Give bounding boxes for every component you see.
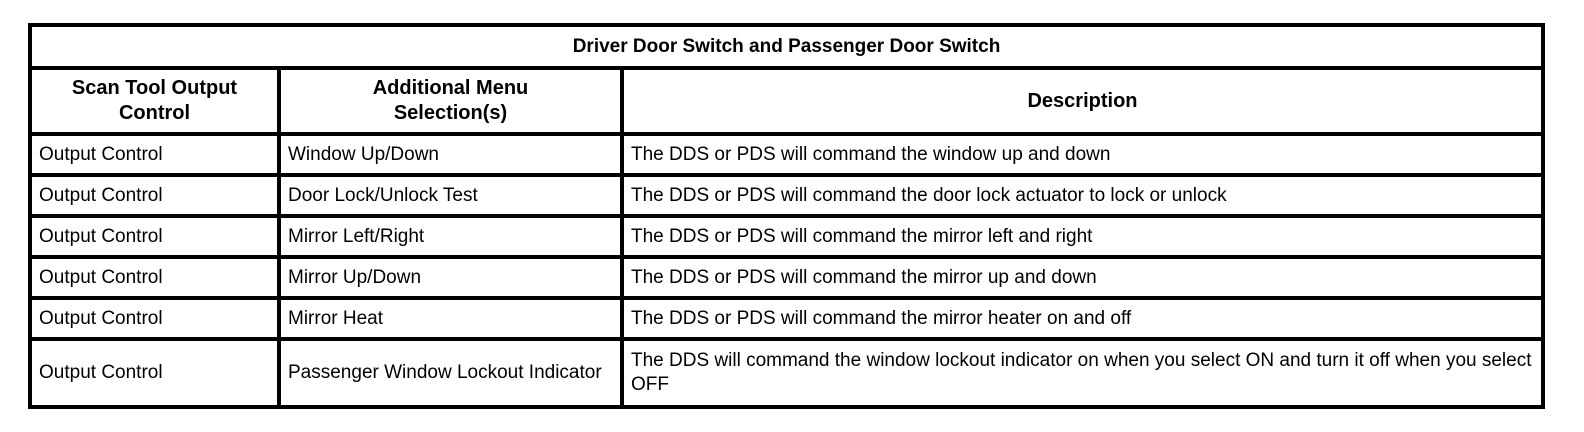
column-header-description: Description [619, 66, 1546, 136]
cell-description: The DDS or PDS will command the mirror l… [619, 214, 1546, 259]
cell-additional-menu-selection: Mirror Left/Right [277, 214, 624, 259]
scan-tool-output-control-table: Driver Door Switch and Passenger Door Sw… [27, 23, 1546, 409]
table-row: Output Control Window Up/Down The DDS or… [28, 132, 1546, 177]
cell-scan-tool-output-control: Output Control [28, 296, 281, 341]
column-header-label: Description [1027, 89, 1138, 112]
cell-scan-tool-output-control: Output Control [28, 255, 281, 300]
cell-scan-tool-output-control: Output Control [28, 214, 281, 259]
cell-additional-menu-selection: Mirror Heat [277, 296, 624, 341]
table-row: Output Control Door Lock/Unlock Test The… [28, 173, 1546, 218]
table-title: Driver Door Switch and Passenger Door Sw… [27, 23, 1546, 70]
cell-additional-menu-selection: Window Up/Down [277, 132, 624, 177]
cell-scan-tool-output-control: Output Control [28, 173, 281, 218]
cell-scan-tool-output-control: Output Control [28, 132, 281, 177]
cell-additional-menu-selection: Door Lock/Unlock Test [277, 173, 624, 218]
table-row: Output Control Mirror Heat The DDS or PD… [28, 296, 1546, 341]
cell-additional-menu-selection: Passenger Window Lockout Indicator [277, 337, 624, 409]
table-header-row: Scan Tool Output Control Additional Menu… [28, 66, 1546, 136]
cell-additional-menu-selection: Mirror Up/Down [277, 255, 624, 300]
table-row: Output Control Passenger Window Lockout … [28, 337, 1546, 409]
table-title-row: Driver Door Switch and Passenger Door Sw… [27, 23, 1546, 70]
column-header-label: Additional Menu Selection(s) [372, 77, 529, 124]
column-header-additional-menu-selections: Additional Menu Selection(s) [277, 66, 624, 136]
column-header-label: Scan Tool Output Control [71, 77, 238, 124]
table-row: Output Control Mirror Up/Down The DDS or… [28, 255, 1546, 300]
cell-description: The DDS or PDS will command the mirror u… [619, 255, 1546, 300]
cell-description: The DDS or PDS will command the window u… [619, 132, 1546, 177]
cell-scan-tool-output-control: Output Control [28, 337, 281, 409]
cell-description: The DDS or PDS will command the mirror h… [619, 296, 1546, 341]
table-row: Output Control Mirror Left/Right The DDS… [28, 214, 1546, 259]
cell-description: The DDS or PDS will command the door loc… [619, 173, 1546, 218]
cell-description: The DDS will command the window lockout … [619, 337, 1546, 409]
column-header-scan-tool-output-control: Scan Tool Output Control [28, 66, 281, 136]
